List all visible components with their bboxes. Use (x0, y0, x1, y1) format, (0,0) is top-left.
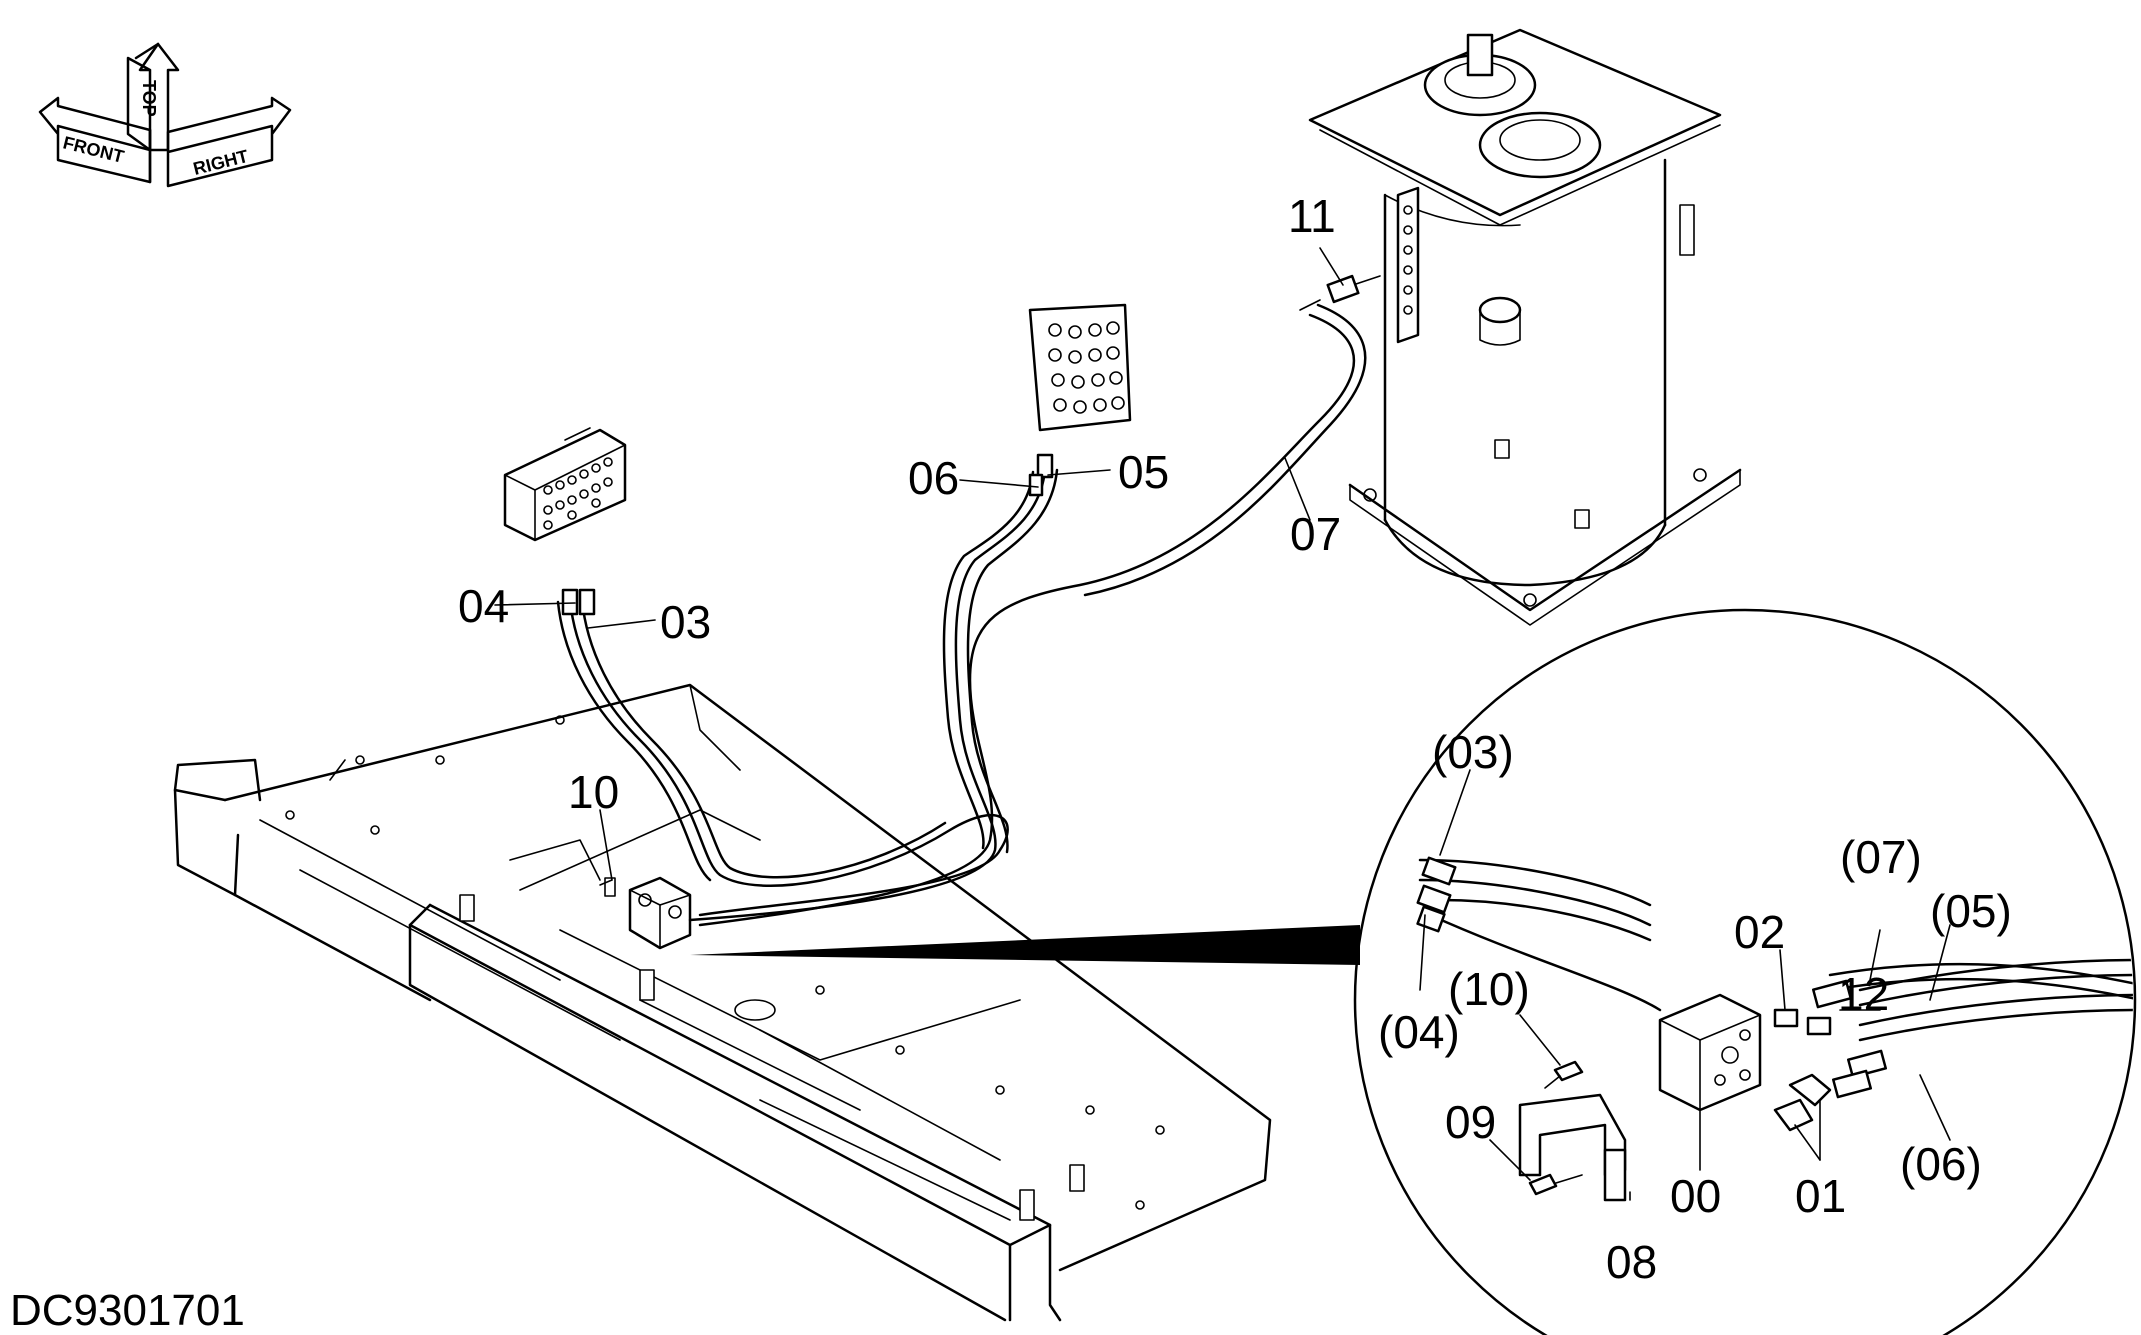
detail-callout-03: (03) (1432, 726, 1514, 778)
detail-callout-04: (04) (1378, 1006, 1460, 1058)
drawing-code: DC9301701 (10, 1286, 245, 1335)
callout-10: 10 (568, 766, 619, 818)
orientation-indicator: FRONT TOP RIGHT (38, 42, 292, 188)
callout-01: 01 (1795, 1170, 1846, 1222)
callout-08: 08 (1606, 1236, 1657, 1288)
detail-pointer (690, 925, 1360, 965)
callout-03: 03 (660, 596, 711, 648)
callout-09: 09 (1445, 1096, 1496, 1148)
fitting-11 (1299, 274, 1381, 311)
top-label: TOP (139, 80, 159, 117)
main-leader-lines (494, 247, 1344, 881)
callout-06: 06 (908, 452, 959, 504)
detail-callout-05: (05) (1930, 885, 2012, 937)
callout-07: 07 (1290, 508, 1341, 560)
hose-05-06 (688, 468, 1059, 922)
callout-05: 05 (1118, 446, 1169, 498)
callout-02: 02 (1734, 906, 1785, 958)
valve-block-small (599, 876, 692, 950)
hose-03-04 (556, 598, 1009, 917)
callout-00: 00 (1670, 1170, 1721, 1222)
detail-view (1353, 608, 2137, 1335)
detail-callout-06: (06) (1900, 1138, 1982, 1190)
callout-12: 12 (1838, 968, 1889, 1020)
callout-04: 04 (458, 580, 509, 632)
hose-07 (698, 303, 1367, 927)
detail-callout-07: (07) (1840, 831, 1922, 883)
center-pilot-valve (1028, 303, 1132, 432)
left-pilot-manifold (503, 427, 627, 542)
hydraulic-tank (1308, 28, 1742, 626)
detail-callout-10: (10) (1448, 963, 1530, 1015)
upper-frame (173, 683, 1272, 1322)
front-label: FRONT (61, 132, 126, 166)
callout-11: 11 (1288, 190, 1336, 242)
hose-end-fittings (561, 453, 1054, 616)
callout-labels: 04 03 05 06 07 11 10 (03) (04) (10) 09 0… (458, 190, 2012, 1288)
